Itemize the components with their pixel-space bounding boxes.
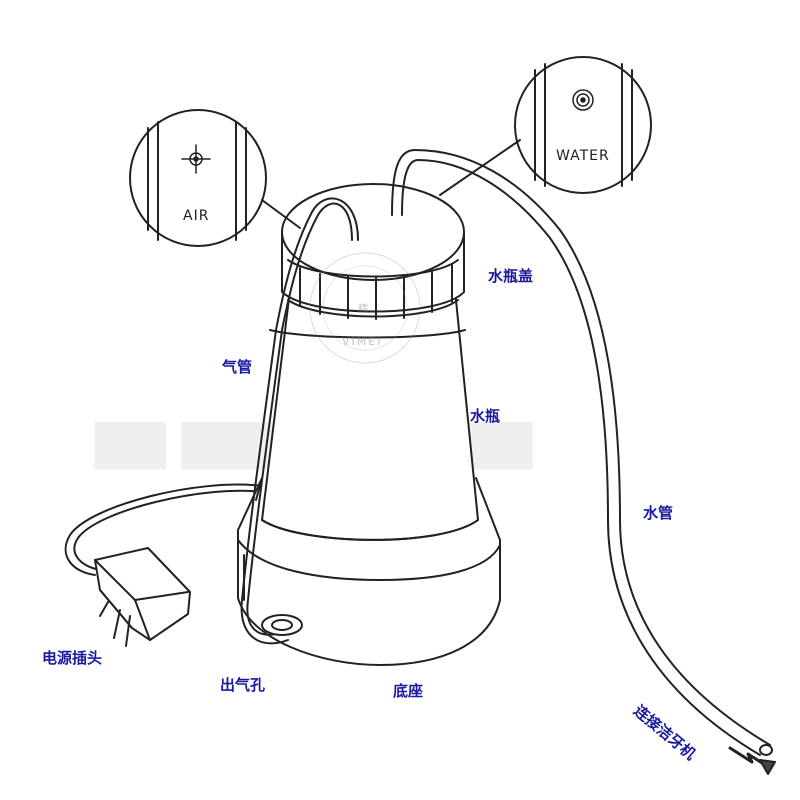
watermark-text: VIMEI xyxy=(342,335,383,348)
air-tube xyxy=(240,197,359,645)
cap-shape xyxy=(281,183,465,364)
water-inset-label: WATER xyxy=(556,148,610,164)
air-icon xyxy=(181,144,211,174)
power-cord xyxy=(64,483,263,576)
bottle-shape xyxy=(261,289,479,541)
power-plug xyxy=(94,547,191,647)
label-bottle-cap: 水瓶盖 xyxy=(488,267,534,285)
direction-arrow xyxy=(728,746,776,775)
water-icon xyxy=(572,89,594,111)
air-outlet-shape xyxy=(261,614,303,636)
label-power-plug: 电源插头 xyxy=(42,649,103,667)
water-inset xyxy=(439,56,652,196)
label-air-outlet: 出气孔 xyxy=(220,676,266,694)
air-inset xyxy=(129,109,301,247)
watermark-glyph: 精 xyxy=(358,304,368,315)
label-base: 底座 xyxy=(393,682,424,700)
air-inset-label: AIR xyxy=(183,208,210,224)
water-tube xyxy=(391,149,773,756)
label-air-tube: 气管 xyxy=(222,358,253,376)
label-bottle: 水瓶 xyxy=(470,407,501,425)
label-water-tube: 水管 xyxy=(643,504,674,522)
